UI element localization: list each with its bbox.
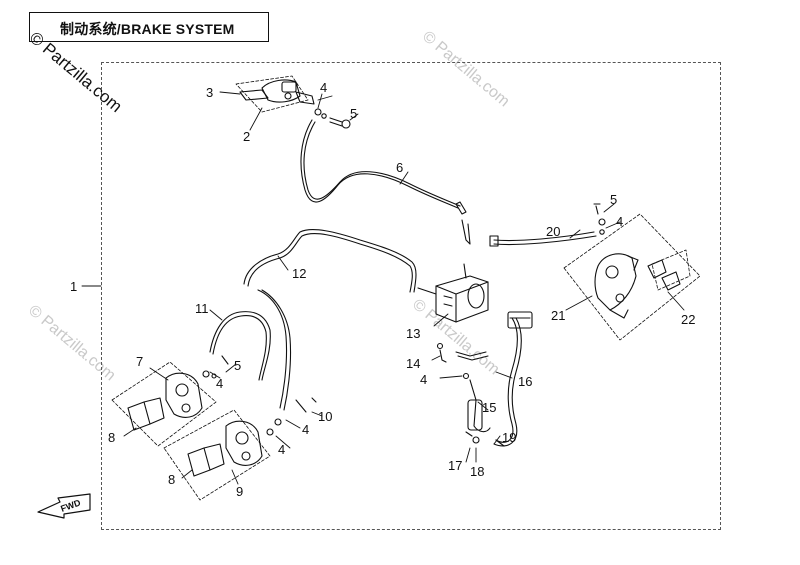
brake-hose-11 bbox=[209, 311, 271, 381]
brake-hose-12 bbox=[243, 229, 417, 293]
callout-3: 3 bbox=[206, 85, 213, 100]
callout-6: 6 bbox=[396, 160, 403, 175]
callout-4-abs: 4 bbox=[420, 372, 427, 387]
brake-hose-20 bbox=[493, 231, 595, 242]
callout-4-caliper: 4 bbox=[278, 442, 285, 457]
callout-7: 7 bbox=[136, 354, 143, 369]
right-caliper-group bbox=[163, 409, 271, 501]
rear-caliper-group bbox=[563, 213, 701, 341]
assembly-frame bbox=[101, 62, 721, 530]
callout-1: 1 bbox=[70, 279, 77, 294]
callout-2: 2 bbox=[243, 129, 250, 144]
callout-17: 17 bbox=[448, 458, 462, 473]
diagram-title: 制动系统/BRAKE SYSTEM bbox=[60, 21, 235, 37]
callout-16: 16 bbox=[518, 374, 532, 389]
callout-4-lower: 4 bbox=[302, 422, 309, 437]
callout-8: 8 bbox=[108, 430, 115, 445]
abs-modulator bbox=[417, 263, 489, 323]
left-caliper-group bbox=[111, 361, 217, 447]
callout-4: 4 bbox=[320, 80, 327, 95]
callout-11: 11 bbox=[195, 301, 209, 316]
master-cylinder-assembly bbox=[235, 75, 351, 129]
fwd-arrow-icon bbox=[37, 493, 91, 519]
callout-9: 9 bbox=[236, 484, 243, 499]
callout-20: 20 bbox=[546, 224, 560, 239]
callout-10: 10 bbox=[318, 409, 332, 424]
title-box bbox=[29, 12, 269, 42]
callout-5: 5 bbox=[350, 106, 357, 121]
callout-4-front: 4 bbox=[216, 376, 223, 391]
callout-18: 18 bbox=[470, 464, 484, 479]
callout-12: 12 bbox=[292, 266, 306, 281]
callout-14: 14 bbox=[406, 356, 420, 371]
callout-22: 22 bbox=[681, 312, 695, 327]
callout-15: 15 bbox=[482, 400, 496, 415]
callout-21: 21 bbox=[551, 308, 565, 323]
callout-19: 19 bbox=[502, 430, 516, 445]
callout-5-rear: 5 bbox=[610, 192, 617, 207]
callout-8-right: 8 bbox=[168, 472, 175, 487]
callout-5-front: 5 bbox=[234, 358, 241, 373]
callout-13: 13 bbox=[406, 326, 420, 341]
callout-4-rear: 4 bbox=[616, 214, 623, 229]
